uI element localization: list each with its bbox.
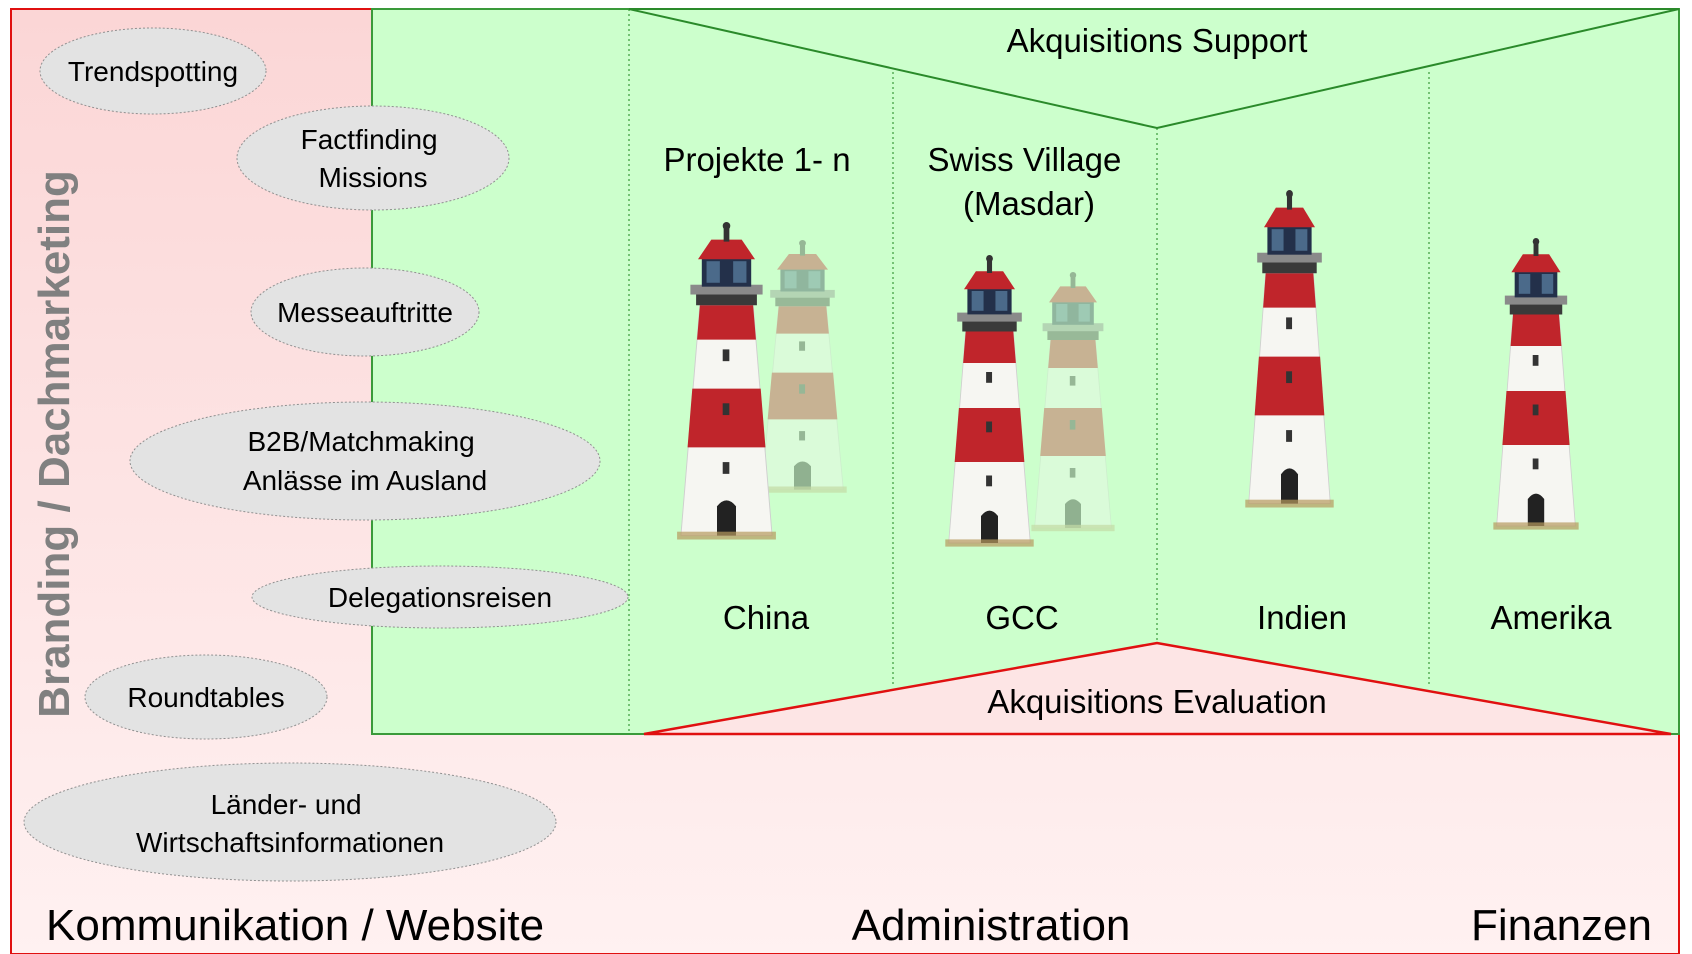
region-amerika: Amerika <box>1490 599 1612 636</box>
activity-delegationsreisen: Delegationsreisen <box>251 565 629 629</box>
footer-kommunikation: Kommunikation / Website <box>46 901 544 950</box>
activity-roundtables: Roundtables <box>84 654 328 740</box>
region-indien: Indien <box>1257 599 1347 636</box>
column-header-line: Projekte 1- n <box>663 141 850 178</box>
activity-trendspotting: Trendspotting <box>39 27 267 115</box>
support-label: Akquisitions Support <box>1007 22 1308 59</box>
activity-factfinding: Factfinding Missions <box>236 105 510 211</box>
region-china: China <box>723 599 810 636</box>
region-gcc: GCC <box>985 599 1058 636</box>
activity-messeauftritte: Messeauftritte <box>250 267 480 357</box>
footer-finanzen: Finanzen <box>1471 901 1652 950</box>
evaluation-label: Akquisitions Evaluation <box>987 683 1326 720</box>
footer-administration: Administration <box>852 901 1131 950</box>
support-triangle <box>628 8 1680 130</box>
activity-b2b-matchmaking: B2B/Matchmaking Anlässe im Ausland <box>129 401 601 521</box>
activity-laenderinformationen: Länder- und Wirtschaftsinformationen <box>23 762 557 882</box>
column-header-line: Swiss Village <box>928 141 1122 178</box>
activity-label: Länder- und Wirtschaftsinformationen <box>136 789 444 858</box>
column-header-line: (Masdar) <box>963 185 1095 222</box>
activity-label: B2B/Matchmaking Anlässe im Ausland <box>243 426 487 496</box>
column-header-projekte: Projekte 1- n <box>663 141 850 178</box>
activity-label: Roundtables <box>127 682 284 713</box>
activity-label: Delegationsreisen <box>328 582 552 613</box>
evaluation-triangle <box>643 641 1672 736</box>
side-label-branding: Branding / Dachmarketing <box>30 170 79 718</box>
activity-label: Factfinding Missions <box>301 124 446 193</box>
activity-label: Trendspotting <box>68 56 238 87</box>
column-header-swiss-village: Swiss Village (Masdar) <box>928 141 1131 222</box>
activity-label: Messeauftritte <box>277 297 453 328</box>
